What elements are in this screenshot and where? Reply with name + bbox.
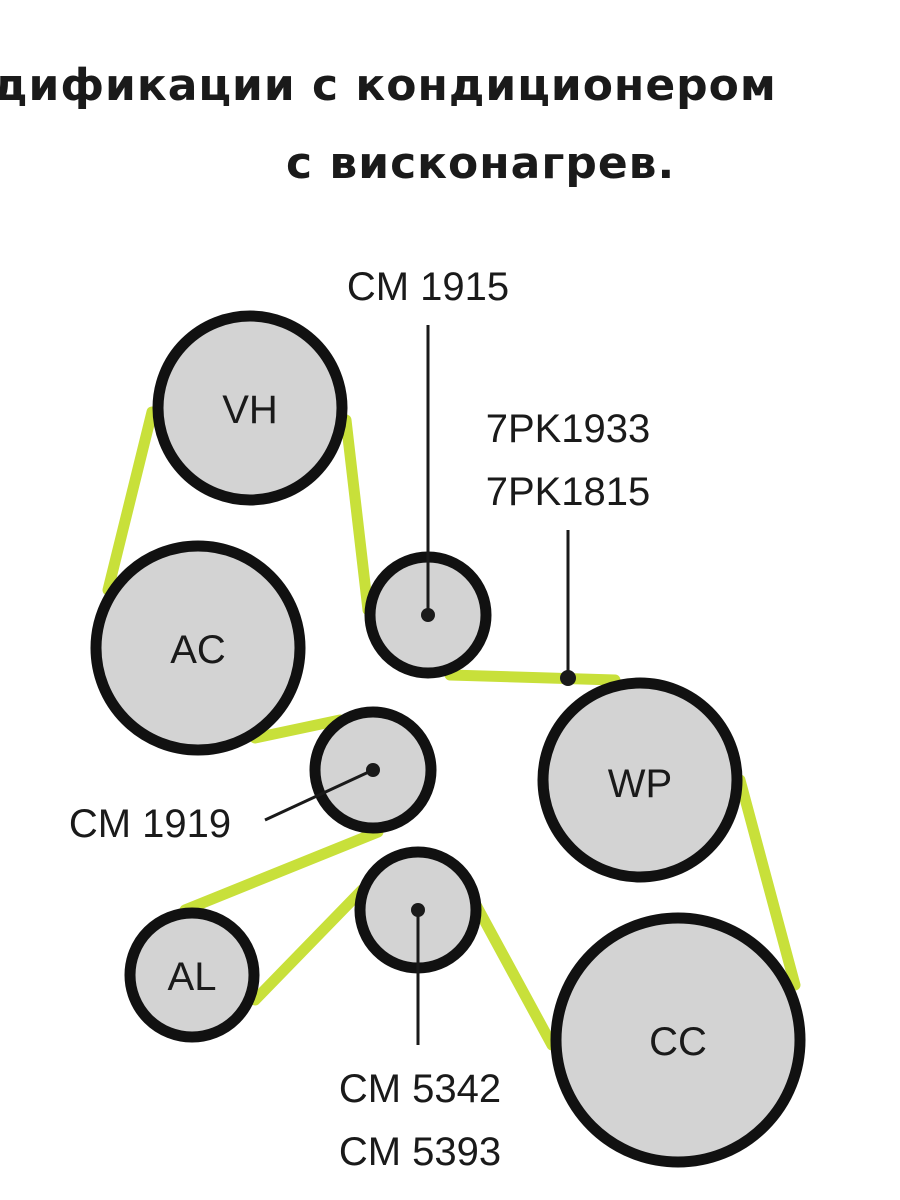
- callout-7pk1815: 7PK1815: [486, 470, 651, 514]
- belt-segment-vh-ac: [102, 406, 158, 596]
- pulley-wp: [537, 677, 743, 883]
- belt-segment-wp-cc: [734, 774, 801, 991]
- callout-cm5393: CM 5393: [339, 1130, 501, 1174]
- leader-line-cm1919: [264, 768, 374, 822]
- leader-dot-belt: [560, 670, 576, 686]
- belt-segment-tensioner-cc: [470, 899, 558, 1051]
- pulley-vh: [152, 310, 348, 506]
- pulley-ac: [90, 540, 306, 756]
- pulley-label-wp: WP: [608, 762, 672, 806]
- pulley-cc: [550, 912, 806, 1168]
- title-line-1: дификации с кондиционером: [0, 60, 777, 111]
- pulley-al: [124, 907, 260, 1043]
- callout-cm1919: CM 1919: [69, 802, 231, 846]
- leader-dot-cm5342: [411, 903, 425, 917]
- pulley-label-cc: CC: [649, 1020, 707, 1064]
- pulley-label-ac: AC: [170, 628, 226, 672]
- belt-segment-al-tensioner: [249, 884, 368, 1006]
- callout-7pk1933: 7PK1933: [486, 407, 651, 451]
- belt-segment-cm1919-al: [179, 826, 384, 916]
- pulley-label-al: AL: [168, 955, 217, 999]
- belt-segment-idler-wp: [444, 669, 621, 686]
- leader-dot-cm1915: [421, 608, 435, 622]
- pulley-label-vh: VH: [222, 388, 278, 432]
- title-line-2: с висконагрев.: [286, 138, 676, 189]
- belt-segment-vh-idler: [340, 414, 374, 616]
- callout-cm1915: CM 1915: [347, 265, 509, 309]
- belt-segment-ac-cm1919: [249, 714, 346, 744]
- callout-cm5342: CM 5342: [339, 1067, 501, 1111]
- leader-dot-cm1919: [366, 763, 380, 777]
- belt: [102, 406, 801, 1051]
